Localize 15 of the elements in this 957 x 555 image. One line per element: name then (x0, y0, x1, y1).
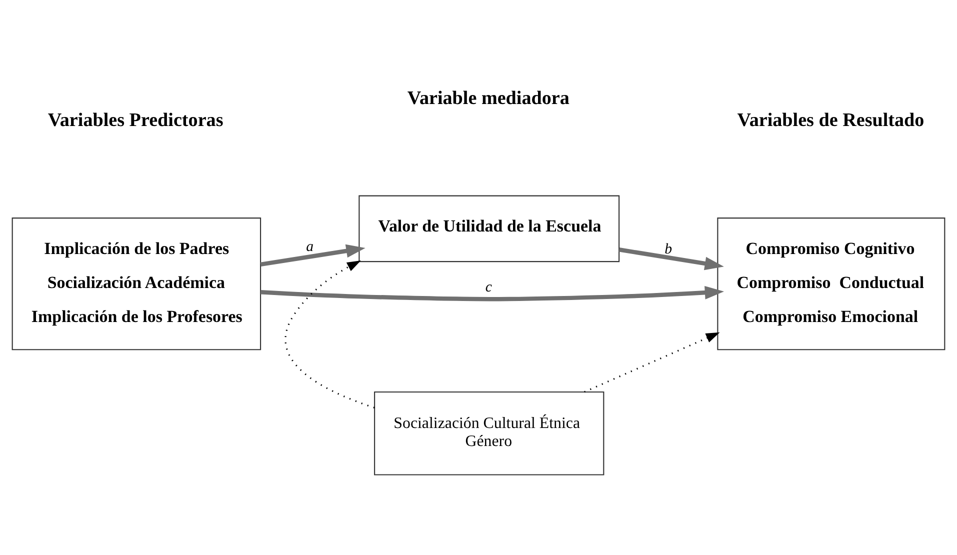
arrow (284, 260, 375, 408)
edge-label: a (306, 238, 314, 255)
label: Variables de Resultado (737, 110, 924, 131)
edge-label: c (485, 278, 492, 295)
node-box: Implicación de los Padres Socialización Académica Implicación de los Profesores (12, 217, 262, 350)
label: Variables Predictoras (48, 110, 224, 131)
arrow (618, 247, 724, 270)
node-box: Valor de Utilidad de la Escuela (358, 194, 620, 262)
arrow (260, 285, 724, 301)
node-box: Compromiso Cognitivo Compromiso Conductual Compromiso Emocional (717, 217, 946, 350)
arrow (584, 332, 720, 392)
label: Variable mediadora (407, 87, 570, 108)
arrow (260, 244, 366, 266)
edge-label: b (664, 240, 672, 257)
node-box: Socialización Cultural Étnica Género (374, 391, 604, 475)
